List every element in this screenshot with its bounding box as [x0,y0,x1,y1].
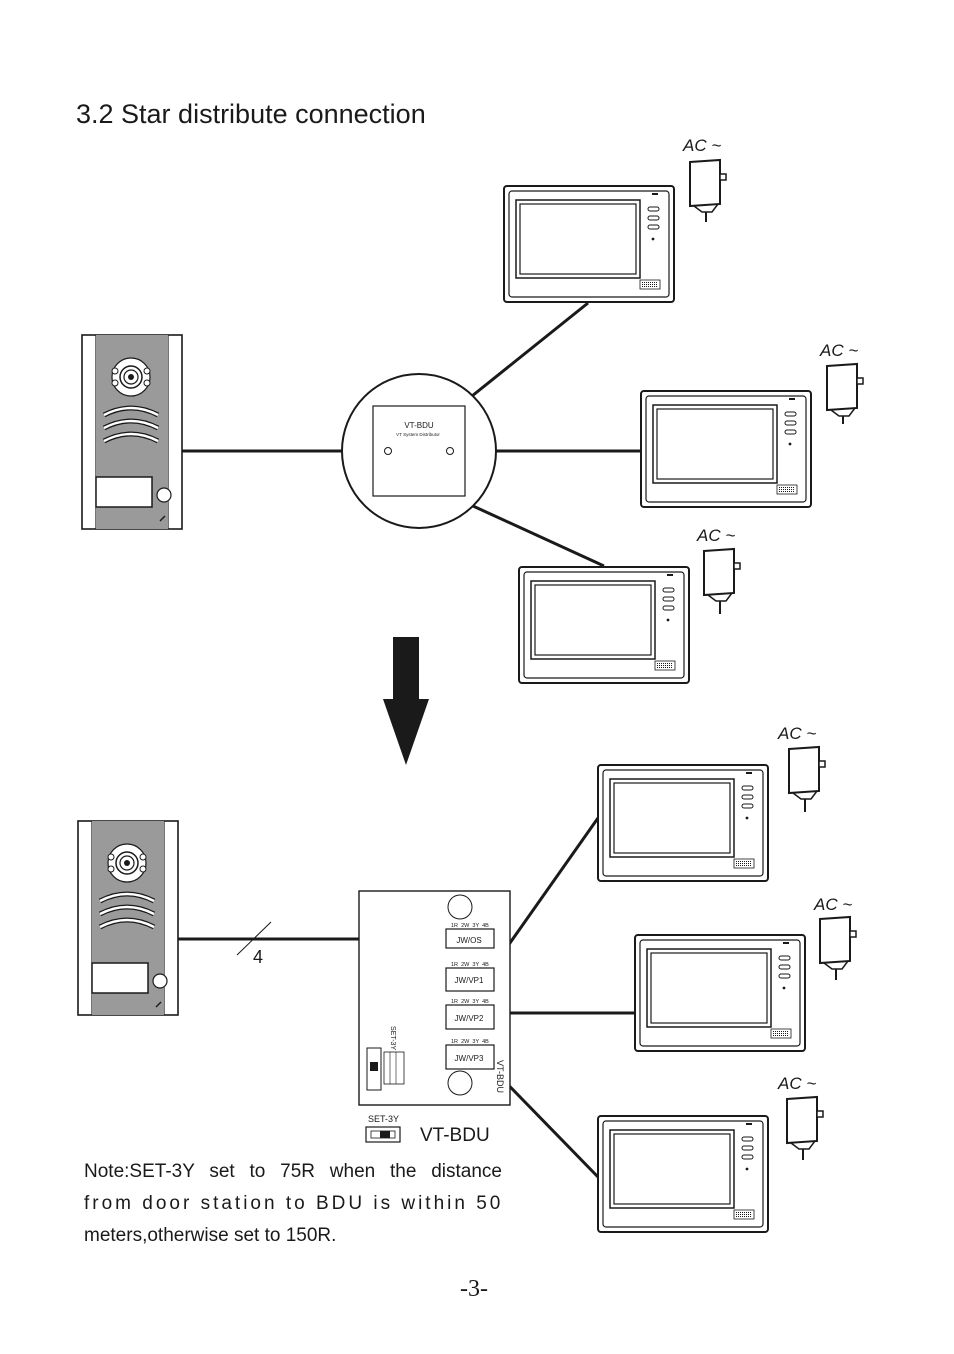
port-jwvp1-pins: 1R 2W 3Y 4B [451,962,489,968]
port-jwvp3-label: JW/VP3 [455,1054,484,1063]
port-jwos-pins: 1R 2W 3Y 4B [451,923,489,929]
wire-count-tick [236,921,272,956]
bdu-circle: VT-BDU VT System Distributor [341,373,497,529]
note-line-2: from door station to BDU is within 50 [84,1193,504,1214]
wire-bdu-to-monitor-1 [471,301,589,398]
power-adapter-bottom-2: AC ~ [813,895,857,980]
monitor-top-3 [518,566,690,684]
ac-label-bottom-1: AC ~ [777,724,816,743]
page-title: 3.2 Star distribute connection [76,99,426,129]
ac-label-top-3: AC ~ [696,526,735,545]
port-jwvp2-pins: 1R 2W 3Y 4B [451,999,489,1005]
monitor-top-1 [503,185,675,303]
ac-label-bottom-3: AC ~ [777,1074,816,1093]
power-adapter-bottom-3: AC ~ [777,1074,824,1160]
note-line-1: Note:SET-3Y set to 75R when the distance [84,1161,502,1182]
switch-dip: SET-3Y [366,1026,405,1091]
power-adapter-bottom-1: AC ~ [777,724,826,812]
power-adapter-top-3: AC ~ [696,526,741,614]
down-arrow [383,637,429,765]
port-jwvp2: 1R 2W 3Y 4B JW/VP2 [445,999,495,1030]
door-station-top [82,335,182,529]
switch-label-vertical: SET-3Y [389,1026,396,1050]
monitor-bottom-1 [597,764,769,882]
ac-label-bottom-2: AC ~ [813,895,852,914]
door-station-bottom [78,821,178,1015]
monitor-top-2 [640,390,812,508]
power-adapter-top-1: AC ~ [682,136,727,222]
monitor-bottom-2 [634,934,806,1052]
port-jwvp2-label: JW/VP2 [455,1014,484,1023]
port-jwos-label: JW/OS [456,936,481,945]
monitor-bottom-3 [597,1115,769,1233]
bdu-circle-subtitle: VT System Distributor [396,432,440,437]
port-jwvp3-pins: 1R 2W 3Y 4B [451,1039,489,1045]
ac-label-top-1: AC ~ [682,136,721,155]
wire-count-label: 4 [253,947,263,967]
note-line-3: meters,otherwise set to 150R. [84,1225,337,1246]
power-adapter-top-2: AC ~ [819,341,864,424]
bdu-circle-name: VT-BDU [404,421,434,430]
port-jwos: 1R 2W 3Y 4B JW/OS [445,923,495,949]
vt-bdu-device-label: VT-BDU [420,1125,490,1146]
set3y-caption: SET-3Y [368,1114,399,1124]
note-text: Note:SET-3Y set to 75R when the distance… [84,1156,502,1252]
page-number: -3- [460,1276,488,1302]
ac-label-top-2: AC ~ [819,341,858,360]
port-jwvp3: 1R 2W 3Y 4B JW/VP3 [445,1039,495,1070]
port-jwvp1: 1R 2W 3Y 4B JW/VP1 [445,962,495,992]
bdu-board-side-label: VT-BDU [495,1060,505,1093]
port-jwvp1-label: JW/VP1 [455,976,484,985]
wire-bdu-to-monitor-3 [472,504,605,568]
set3y-switch-legend: SET-3Y [365,1114,401,1143]
